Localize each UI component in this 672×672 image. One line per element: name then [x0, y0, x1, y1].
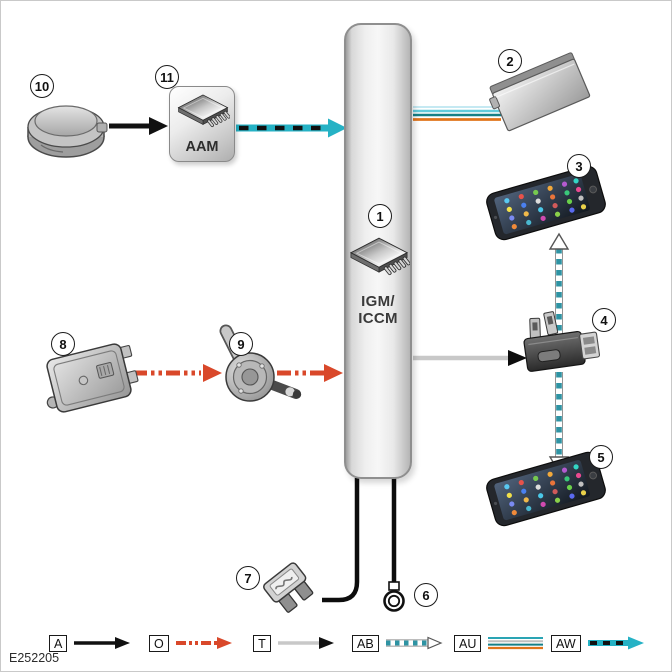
gray-solid-arrow-icon — [278, 637, 334, 649]
orange-dash-dot-arrow-icon — [175, 637, 232, 649]
callout-1: 1 — [368, 204, 392, 228]
callout-5: 5 — [589, 445, 613, 469]
arrow-switch-to-igm — [277, 364, 343, 382]
teal-dashed-open-arrow-icon — [385, 636, 443, 650]
smartphone-icon — [486, 165, 606, 241]
legend-item-aw: AW — [551, 634, 645, 652]
arrow-module-to-switch — [133, 364, 222, 382]
display-panel-icon — [489, 52, 591, 132]
legend-code-a: A — [49, 634, 68, 652]
blade-fuse-icon — [263, 562, 314, 613]
multicolor-bundle-icon — [488, 637, 544, 650]
legend-item-ab: AB — [352, 634, 443, 652]
callout-4: 4 — [592, 308, 616, 332]
steering-column-switch-icon — [219, 324, 302, 402]
legend-item-a: A — [49, 634, 131, 652]
arrow-aam-to-igm — [236, 118, 347, 138]
legend-code-o: O — [149, 634, 169, 652]
legend-code-ab: AB — [352, 634, 379, 652]
arrow-hub-to-upper-phone — [548, 232, 570, 334]
callout-10: 10 — [30, 74, 54, 98]
chip-icon — [176, 94, 230, 127]
aam-label: AAM — [185, 139, 219, 155]
igm-iccm-module: 1 IGM/ ICCM — [344, 23, 412, 479]
igm-iccm-label: IGM/ ICCM — [358, 293, 398, 327]
teal-black-dashed-arrow-icon — [587, 636, 644, 650]
usb-hub-icon — [523, 311, 601, 372]
smartphone-icon — [486, 451, 606, 527]
control-module-icon — [46, 343, 139, 413]
callout-11: 11 — [155, 65, 179, 89]
legend-item-o: O — [149, 634, 233, 652]
line-igm-to-panel — [413, 106, 501, 121]
wire-igm-to-fuse — [322, 478, 360, 603]
figure-id: E252205 — [9, 651, 60, 665]
callout-3: 3 — [567, 154, 591, 178]
ring-terminal-icon — [383, 581, 405, 612]
arrow-igm-to-hub — [413, 350, 527, 366]
callout-2: 2 — [498, 49, 522, 73]
legend-code-au: AU — [454, 634, 482, 652]
aam-module: AAM — [169, 86, 235, 162]
callout-8: 8 — [51, 332, 75, 356]
callout-9: 9 — [229, 332, 253, 356]
legend-code-t: T — [253, 634, 271, 652]
chip-icon — [348, 237, 410, 275]
legend-code-aw: AW — [551, 634, 581, 652]
legend-item-au: AU — [454, 634, 545, 652]
arrow-cap-to-aam — [109, 117, 168, 135]
legend-item-t: T — [253, 634, 335, 652]
callout-6: 6 — [414, 583, 438, 607]
round-cap-icon — [27, 105, 108, 158]
callout-7: 7 — [236, 566, 260, 590]
solid-black-arrow-icon — [74, 637, 131, 649]
